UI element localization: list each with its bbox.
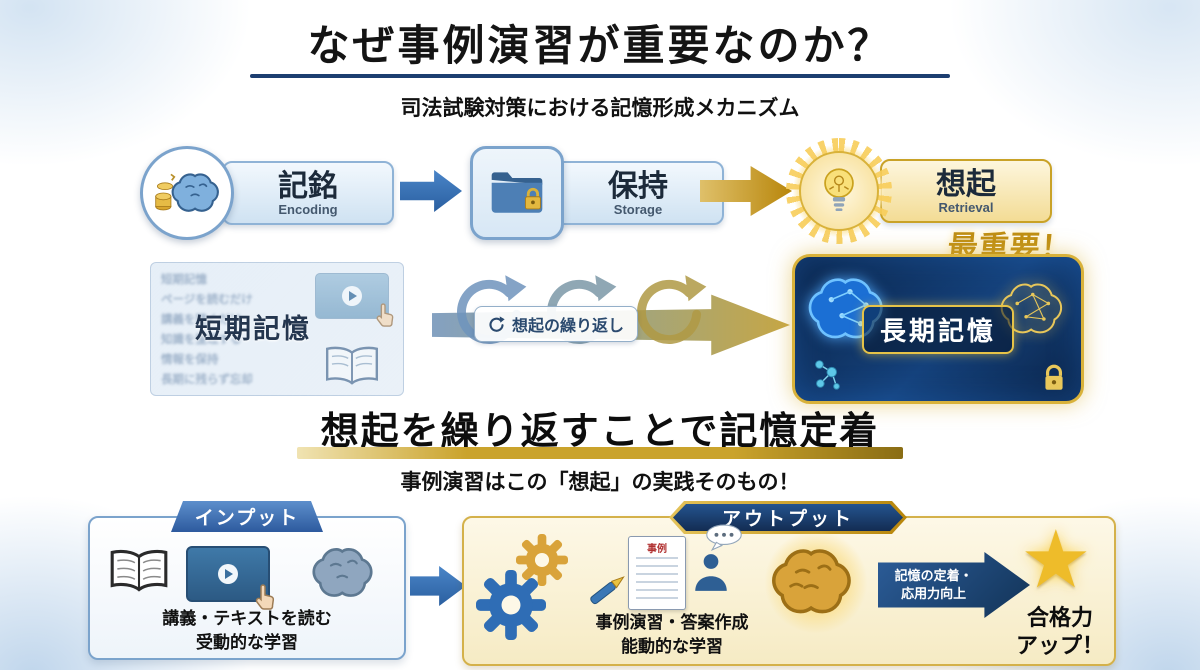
faded-text-line: 情報を保持 bbox=[161, 354, 219, 366]
storage-label: 保持 bbox=[608, 169, 668, 203]
cycle-arrow-icon bbox=[637, 275, 707, 344]
lock-icon bbox=[1045, 364, 1063, 390]
short-term-memory-label: 短期記憶 bbox=[195, 314, 311, 344]
faded-text-line: 短期記憶 bbox=[161, 274, 207, 286]
gears-icon bbox=[476, 534, 580, 646]
input-header: インプット bbox=[171, 501, 323, 532]
storage-folder-icon bbox=[470, 146, 564, 240]
long-term-memory-label: 長期記憶 bbox=[861, 305, 1015, 354]
stage-storage: 保持 Storage bbox=[470, 146, 724, 240]
lightbulb-icon bbox=[799, 151, 879, 231]
faded-text-line: ページを読むだけ bbox=[161, 294, 253, 306]
result-text-line2: アップ！ bbox=[1015, 632, 1104, 658]
result-arrow-line1: 記憶の定着・ bbox=[894, 568, 973, 584]
input-box: インプット 講義・テキストを読む 受動的な学習 bbox=[88, 516, 406, 660]
case-document-icon: 事例 bbox=[628, 536, 686, 610]
arrow-right-icon bbox=[400, 170, 462, 212]
heading-underline-bar bbox=[297, 447, 903, 459]
play-icon bbox=[218, 564, 238, 584]
result-arrow-line2: 応用力向上 bbox=[901, 586, 967, 601]
page-subtitle: 司法試験対策における記憶形成メカニズム bbox=[400, 97, 800, 120]
input-text-line2: 受動的な学習 bbox=[196, 633, 298, 652]
molecule-icon bbox=[815, 360, 840, 390]
encoding-brain-icon bbox=[140, 146, 234, 240]
title-underline bbox=[250, 74, 950, 78]
retrieval-label: 想起 bbox=[936, 167, 996, 201]
faded-text-line: 講義を聴くだけ bbox=[161, 314, 242, 326]
storage-sublabel: Storage bbox=[613, 202, 663, 218]
active-brain-icon bbox=[764, 530, 868, 634]
long-term-memory-box: 長期記憶 bbox=[792, 254, 1084, 404]
output-box: アウトプット bbox=[462, 516, 1116, 666]
output-text-line1: 事例演習・答案作成 bbox=[595, 613, 749, 632]
retrieval-label-box: 想起 Retrieval bbox=[880, 158, 1052, 224]
short-term-memory-box: 短期記憶 ページを読むだけ 講義を聴くだけ 知識を整理する 情報を保持 長期に残… bbox=[150, 262, 404, 396]
speech-bubble-icon bbox=[706, 524, 742, 552]
input-text-line1: 講義・テキストを読む bbox=[162, 609, 332, 628]
person-icon bbox=[695, 554, 727, 591]
result-arrow-text: 記憶の定着・ 応用力向上 bbox=[882, 552, 985, 618]
refresh-icon bbox=[489, 315, 505, 332]
star-icon: ★ bbox=[1020, 515, 1092, 604]
retrieval-lightbulb-icon bbox=[786, 138, 892, 244]
open-book-icon bbox=[110, 549, 168, 592]
encoding-label-box: 記銘 Encoding bbox=[222, 160, 394, 226]
recall-repetition-pill: 想起の繰り返し bbox=[474, 306, 639, 342]
pen-icon bbox=[590, 576, 625, 605]
case-writing-cluster: 事例 bbox=[586, 524, 742, 614]
faded-text-line: 長期に残らず忘却 bbox=[161, 374, 253, 386]
case-document-label: 事例 bbox=[647, 544, 667, 555]
faded-text-block: 短期記憶 ページを読むだけ 講義を聴くだけ 知識を整理する 情報を保持 長期に残… bbox=[161, 271, 253, 387]
middle-heading: 想起を繰り返すことで記憶定着 bbox=[320, 411, 880, 453]
output-header: アウトプット bbox=[673, 504, 903, 531]
coins-icon bbox=[155, 173, 176, 211]
arrow-right-icon bbox=[410, 566, 466, 606]
input-icons bbox=[104, 540, 390, 610]
video-thumbnail-icon bbox=[186, 546, 275, 610]
page-title: なぜ事例演習が重要なのか？ bbox=[307, 22, 893, 69]
output-text-line2: 能動的な学習 bbox=[621, 637, 723, 656]
open-book-icon bbox=[325, 346, 379, 385]
video-thumbnail-icon bbox=[315, 273, 394, 327]
retrieval-sublabel: Retrieval bbox=[938, 200, 994, 216]
storage-label-box: 保持 Storage bbox=[552, 160, 724, 226]
result-text-line1: 合格力 bbox=[1026, 605, 1093, 630]
faded-text-line: 知識を整理する bbox=[161, 334, 242, 346]
stage-encoding: 記銘 Encoding bbox=[140, 146, 394, 240]
middle-subheading: 事例演習はこの「想起」の実践そのもの！ bbox=[400, 471, 800, 494]
brain-icon bbox=[312, 548, 373, 597]
result-text: 合格力 アップ！ bbox=[1004, 604, 1116, 659]
recall-repetition-label: 想起の繰り返し bbox=[512, 318, 625, 335]
encoding-sublabel: Encoding bbox=[278, 202, 338, 218]
gear-gold-icon bbox=[516, 534, 568, 586]
encoding-label: 記銘 bbox=[278, 169, 338, 203]
play-icon bbox=[342, 286, 362, 306]
gear-blue-icon bbox=[476, 570, 546, 640]
output-header-banner: アウトプット bbox=[669, 501, 907, 534]
document-lines bbox=[636, 557, 678, 601]
hand-pointer-icon bbox=[376, 303, 394, 327]
